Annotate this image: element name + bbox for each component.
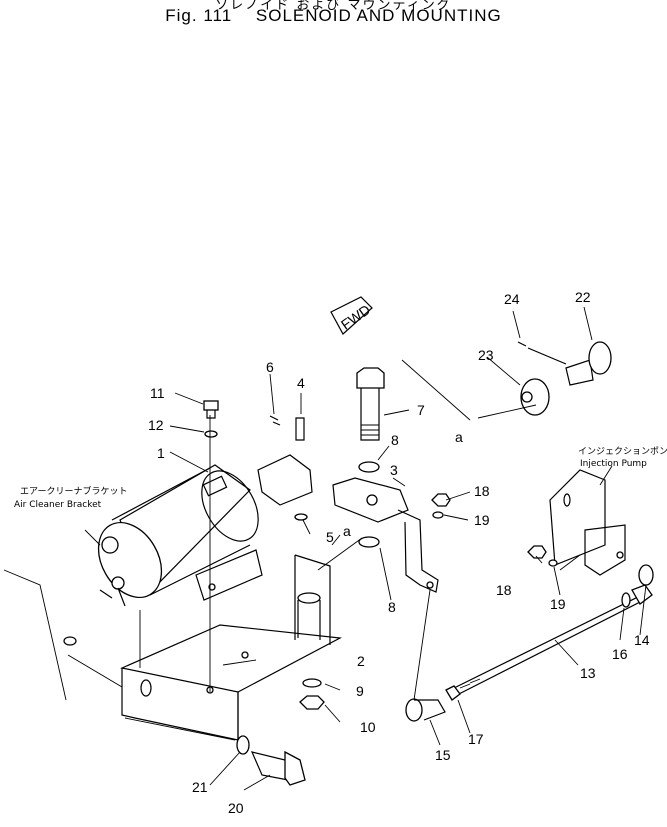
callout-22: 22 <box>575 289 591 305</box>
solenoid <box>97 454 313 607</box>
callout-9: 9 <box>356 683 364 699</box>
air-cleaner-bracket-outline <box>3 569 67 701</box>
leader-lines <box>67 306 647 791</box>
bolt-11 <box>203 400 219 411</box>
washer-12 <box>204 430 218 438</box>
lever-plate <box>332 477 439 593</box>
washer-9 <box>302 678 322 688</box>
nut-18-lower <box>527 545 547 559</box>
callout-13: 13 <box>580 665 596 681</box>
callout-2: 2 <box>357 653 365 669</box>
callout-17: 17 <box>468 731 484 747</box>
view-marker-a-right: a <box>455 429 463 445</box>
callout-3: 3 <box>390 462 398 478</box>
nut-16 <box>621 592 631 608</box>
callout-4: 4 <box>297 375 305 391</box>
ball-joint-15 <box>405 698 446 722</box>
nut-17 <box>445 685 461 701</box>
stop-knob-22 <box>565 341 612 386</box>
callout-10: 10 <box>360 719 376 735</box>
nut-18-upper <box>431 493 451 507</box>
cotter-pin-6 <box>269 415 281 426</box>
washer-19-upper <box>432 511 444 519</box>
callout-1: 1 <box>157 445 165 461</box>
injection-pump-bracket <box>549 469 626 576</box>
callout-12: 12 <box>148 417 164 433</box>
callout-24: 24 <box>504 291 520 307</box>
washer-8-upper <box>358 461 380 473</box>
callout-21: 21 <box>192 779 208 795</box>
bolt-20 <box>250 750 306 786</box>
pin-24 <box>517 341 567 365</box>
ball-joint-14 <box>638 564 654 586</box>
nut-10 <box>299 695 325 710</box>
fwd-direction-badge: FWD <box>330 296 373 335</box>
note-air-cleaner-en: Air Cleaner Bracket <box>14 500 102 510</box>
callout-23: 23 <box>478 347 494 363</box>
gasket-ring <box>63 636 77 646</box>
figure-number: Fig. 111 <box>165 6 233 25</box>
callout-18-lower: 18 <box>496 582 512 598</box>
callout-8-upper: 8 <box>391 432 399 448</box>
callout-15: 15 <box>435 747 451 763</box>
figure-name: SOLENOID AND MOUNTING <box>255 6 502 25</box>
callout-16: 16 <box>612 646 628 662</box>
callout-labels: 1 2 3 4 5 6 7 8 8 9 10 11 12 13 14 15 16… <box>148 289 650 816</box>
callout-19-lower: 19 <box>550 596 566 612</box>
washer-8-lower <box>358 536 380 548</box>
note-injection-pump-en: Injection Pump <box>580 459 647 469</box>
lock-nut-23 <box>520 378 550 416</box>
note-air-cleaner-jp: エアークリーナブラケット <box>20 485 127 497</box>
callout-14: 14 <box>634 632 650 648</box>
clevis-pin-4 <box>295 417 305 441</box>
figure-title: Fig. 111 SOLENOID AND MOUNTING <box>0 6 667 26</box>
callout-19-upper: 19 <box>474 512 490 528</box>
bolt-7 <box>356 367 385 441</box>
callout-8-lower: 8 <box>388 599 396 615</box>
view-marker-a-left: a <box>343 523 351 539</box>
washer-19-lower <box>548 559 558 567</box>
callout-20: 20 <box>228 800 244 816</box>
figure-title-japanese: ソレノイド および マウンティング <box>215 0 452 13</box>
washer-5 <box>294 513 308 521</box>
callout-18-upper: 18 <box>474 483 490 499</box>
snap-ring-21 <box>236 735 250 755</box>
callout-5: 5 <box>326 529 334 545</box>
callout-7: 7 <box>417 402 425 418</box>
note-injection-pump-jp: インジェクションポンプ <box>578 446 667 457</box>
mounting-bracket <box>120 554 343 741</box>
callout-11: 11 <box>150 385 165 401</box>
control-rod-13 <box>449 584 653 697</box>
callout-6: 6 <box>266 359 274 375</box>
